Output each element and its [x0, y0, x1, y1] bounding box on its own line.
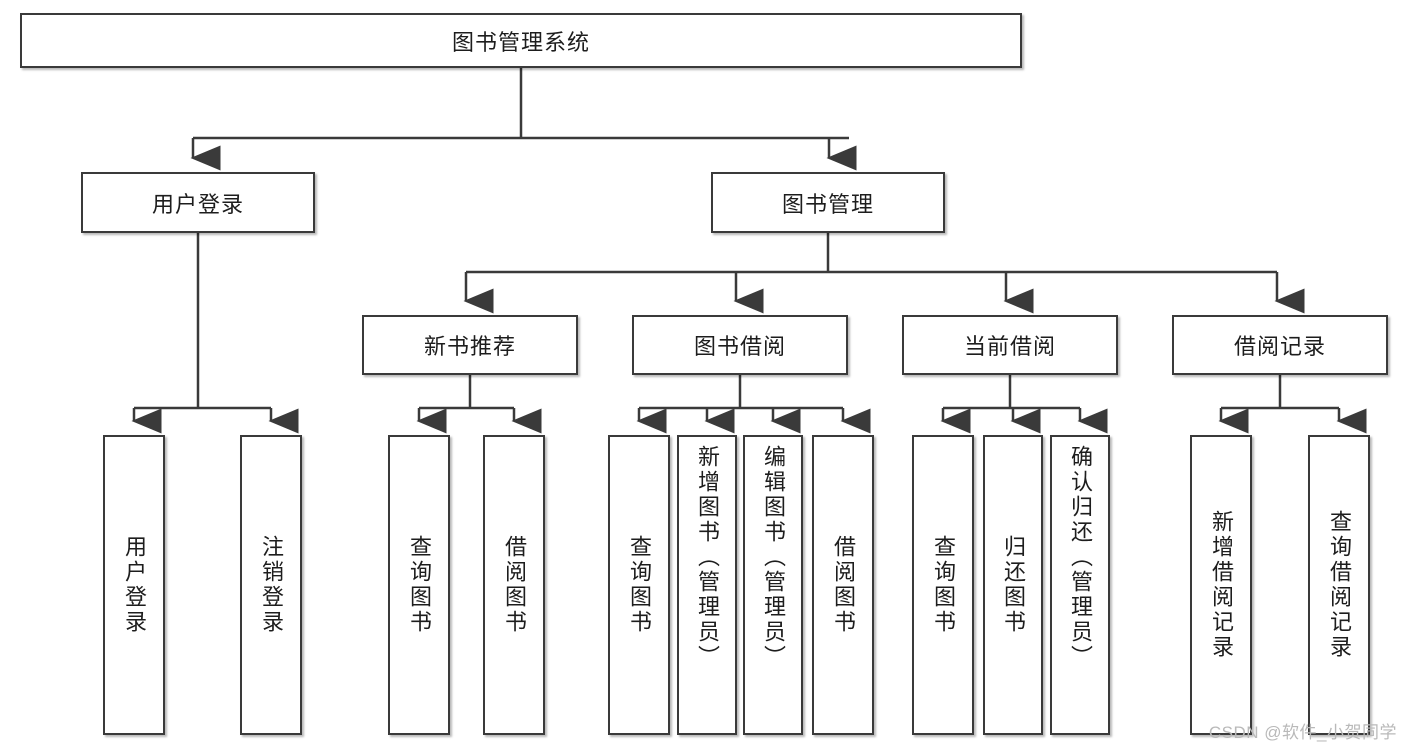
node-new-book-recommend[interactable]: 新书推荐	[362, 315, 578, 375]
leaf-logout-login[interactable]: 注销登录	[240, 435, 302, 735]
node-user-login[interactable]: 用户登录	[81, 172, 315, 233]
leaf-add-borrow-record[interactable]: 新增借阅记录	[1190, 435, 1252, 735]
leaf-query-book-borrow[interactable]: 查询图书	[608, 435, 670, 735]
leaf-query-book-current[interactable]: 查询图书	[912, 435, 974, 735]
leaf-confirm-return-admin[interactable]: 确认归还（管理员）	[1050, 435, 1110, 735]
node-root[interactable]: 图书管理系统	[20, 13, 1022, 68]
leaf-query-borrow-record[interactable]: 查询借阅记录	[1308, 435, 1370, 735]
leaf-add-book-admin[interactable]: 新增图书（管理员）	[677, 435, 737, 735]
leaf-borrow-book-recommend[interactable]: 借阅图书	[483, 435, 545, 735]
node-book-management[interactable]: 图书管理	[711, 172, 945, 233]
leaf-edit-book-admin[interactable]: 编辑图书（管理员）	[743, 435, 803, 735]
leaf-query-book-recommend[interactable]: 查询图书	[388, 435, 450, 735]
watermark-text: CSDN @软件_小贺同学	[1208, 723, 1397, 742]
node-borrow-record[interactable]: 借阅记录	[1172, 315, 1388, 375]
node-current-borrow[interactable]: 当前借阅	[902, 315, 1118, 375]
node-book-borrow[interactable]: 图书借阅	[632, 315, 848, 375]
leaf-borrow-book[interactable]: 借阅图书	[812, 435, 874, 735]
leaf-user-login[interactable]: 用户登录	[103, 435, 165, 735]
leaf-return-book[interactable]: 归还图书	[983, 435, 1043, 735]
